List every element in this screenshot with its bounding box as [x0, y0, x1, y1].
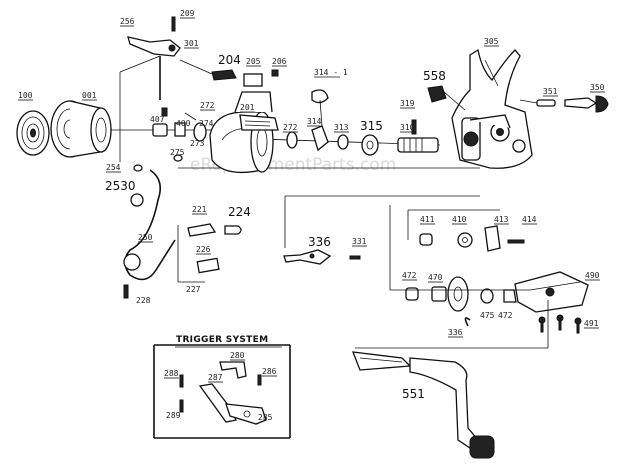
bail-arm-301 [119, 16, 181, 162]
label-301: 301 [184, 39, 199, 48]
label-2530: 2530 [105, 179, 136, 193]
label-272b: 272 [283, 123, 298, 132]
label-205: 205 [246, 57, 261, 66]
label-224: 224 [228, 205, 251, 219]
label-491: 491 [584, 319, 599, 328]
label-350: 350 [590, 83, 605, 92]
label-305: 305 [484, 37, 499, 46]
label-407: 407 [150, 115, 165, 124]
trigger-system-box [153, 344, 291, 439]
label-319: 319 [400, 99, 415, 108]
label-285: 285 [258, 413, 273, 422]
label-228: 228 [136, 296, 151, 305]
label-288: 288 [164, 369, 179, 378]
spring-pin-221-224 [177, 223, 242, 283]
parts-410-414 [407, 209, 525, 252]
label-551: 551 [402, 387, 425, 401]
label-314: 314 [307, 117, 322, 126]
rotor-201 [209, 91, 279, 174]
label-204: 204 [218, 53, 241, 67]
label-273: 273 [190, 139, 205, 148]
trigger-system-title: TRIGGER SYSTEM [176, 335, 268, 345]
label-256: 256 [120, 17, 135, 26]
spool-001 [50, 100, 112, 158]
label-226: 226 [196, 245, 211, 254]
label-475: 475 [480, 311, 495, 320]
label-414: 414 [522, 215, 537, 224]
shaft-parts-272-315 [286, 89, 379, 156]
label-336a: 336 [308, 235, 331, 249]
pinion-310 [397, 119, 439, 153]
label-400: 400 [176, 119, 191, 128]
label-310: 310 [400, 123, 415, 132]
label-331: 331 [352, 237, 367, 246]
anti-reverse-knob-558 [427, 85, 466, 111]
handle-351-350 [519, 95, 609, 113]
label-254: 254 [106, 163, 121, 172]
bail-wire-250 [123, 164, 176, 299]
label-410: 410 [452, 215, 467, 224]
label-250: 250 [138, 233, 153, 242]
label-314-1: 314 - 1 [314, 68, 348, 77]
label-227: 227 [186, 285, 201, 294]
part-labels: 100 001 256 209 301 204 205 206 314 - 1 … [18, 9, 605, 422]
label-472b: 472 [498, 311, 513, 320]
label-206: 206 [272, 57, 287, 66]
label-001: 001 [82, 91, 97, 100]
label-315: 315 [360, 119, 383, 133]
label-274: 274 [199, 119, 214, 128]
label-411: 411 [420, 215, 435, 224]
label-201: 201 [240, 103, 255, 112]
bail-link-204-205 [179, 59, 279, 87]
label-470: 470 [428, 273, 443, 282]
label-413: 413 [494, 215, 509, 224]
label-100: 100 [18, 91, 33, 100]
label-490: 490 [585, 271, 600, 280]
label-287: 287 [208, 373, 223, 382]
crank-handle-551 [352, 300, 549, 459]
label-272a: 272 [200, 101, 215, 110]
arm-336 [283, 195, 480, 265]
reel-body-305 [451, 48, 533, 169]
label-275: 275 [170, 148, 185, 157]
shaft-small-parts [152, 107, 207, 162]
label-221: 221 [192, 205, 207, 214]
label-336b: 336 [448, 328, 463, 337]
label-289: 289 [166, 411, 181, 420]
label-280: 280 [230, 351, 245, 360]
label-209: 209 [180, 9, 195, 18]
label-286: 286 [262, 367, 277, 376]
label-313: 313 [334, 123, 349, 132]
label-351: 351 [543, 87, 558, 96]
parts-470-490 [389, 205, 589, 334]
spool-cap-100 [16, 110, 50, 156]
label-558: 558 [423, 69, 446, 83]
label-472a: 472 [402, 271, 417, 280]
